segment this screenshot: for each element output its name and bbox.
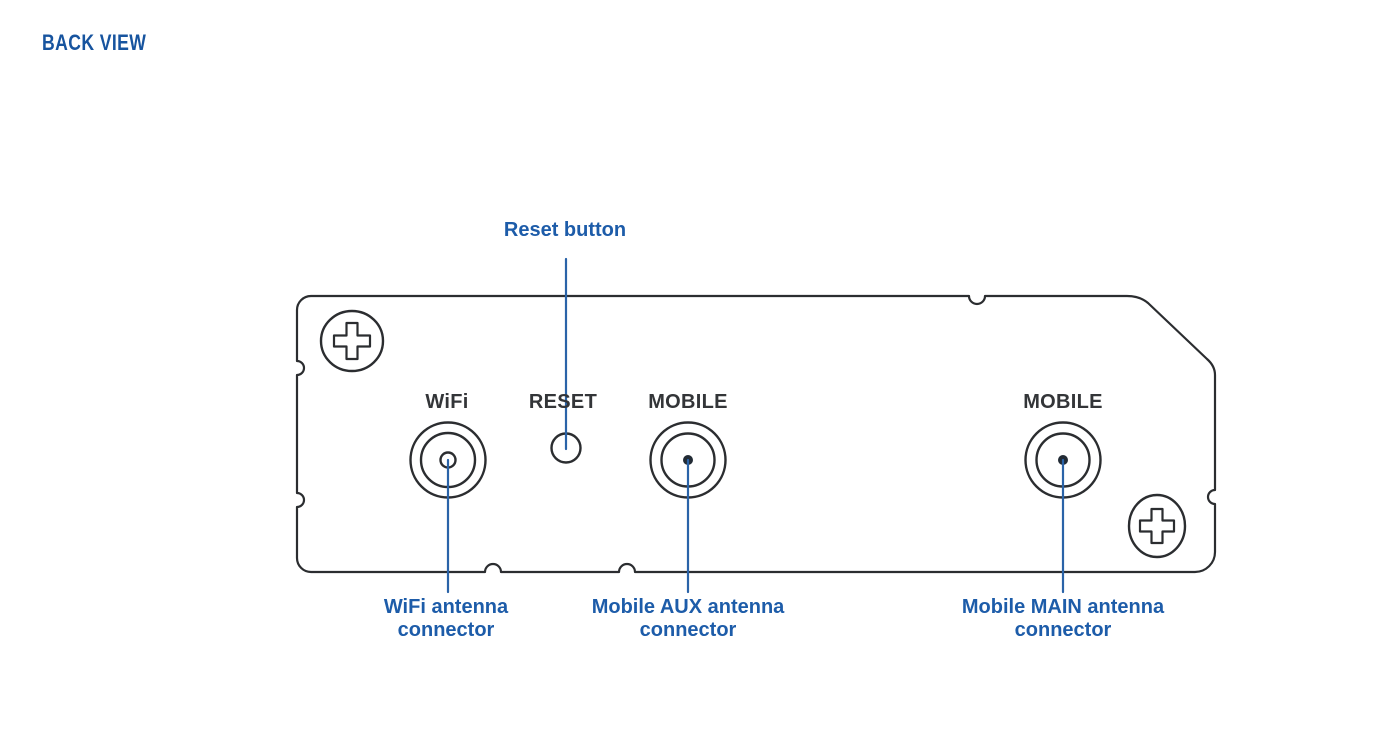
callout-line1: WiFi antenna: [383, 596, 509, 618]
panel-label-reset: RESET: [528, 391, 598, 413]
callout-wifi-antenna: WiFi antenna connector: [384, 596, 508, 642]
callout-line2: connector: [1014, 619, 1112, 641]
callout-line2: connector: [639, 619, 737, 641]
callout-mobile-main-antenna: Mobile MAIN antenna connector: [962, 596, 1164, 642]
panel-label-wifi: WiFi: [425, 391, 469, 413]
panel-label-mobile-main: MOBILE: [1023, 391, 1103, 413]
panel-label-mobile-aux: MOBILE: [648, 391, 728, 413]
device-panel-outline: [295, 294, 1217, 574]
callout-line2: connector: [397, 619, 495, 641]
callout-line1: Mobile AUX antenna: [591, 596, 785, 618]
callout-line1: Mobile MAIN antenna: [961, 596, 1165, 618]
page-title: BACK VIEW: [42, 30, 147, 55]
screw-cross-slot: [1138, 507, 1176, 545]
phillips-screw-icon: [319, 309, 385, 373]
callout-reset-button: Reset button: [503, 219, 627, 241]
screw-cross-slot: [332, 321, 372, 361]
callout-mobile-aux-antenna: Mobile AUX antenna connector: [592, 596, 785, 642]
phillips-screw-icon: [1127, 493, 1187, 559]
